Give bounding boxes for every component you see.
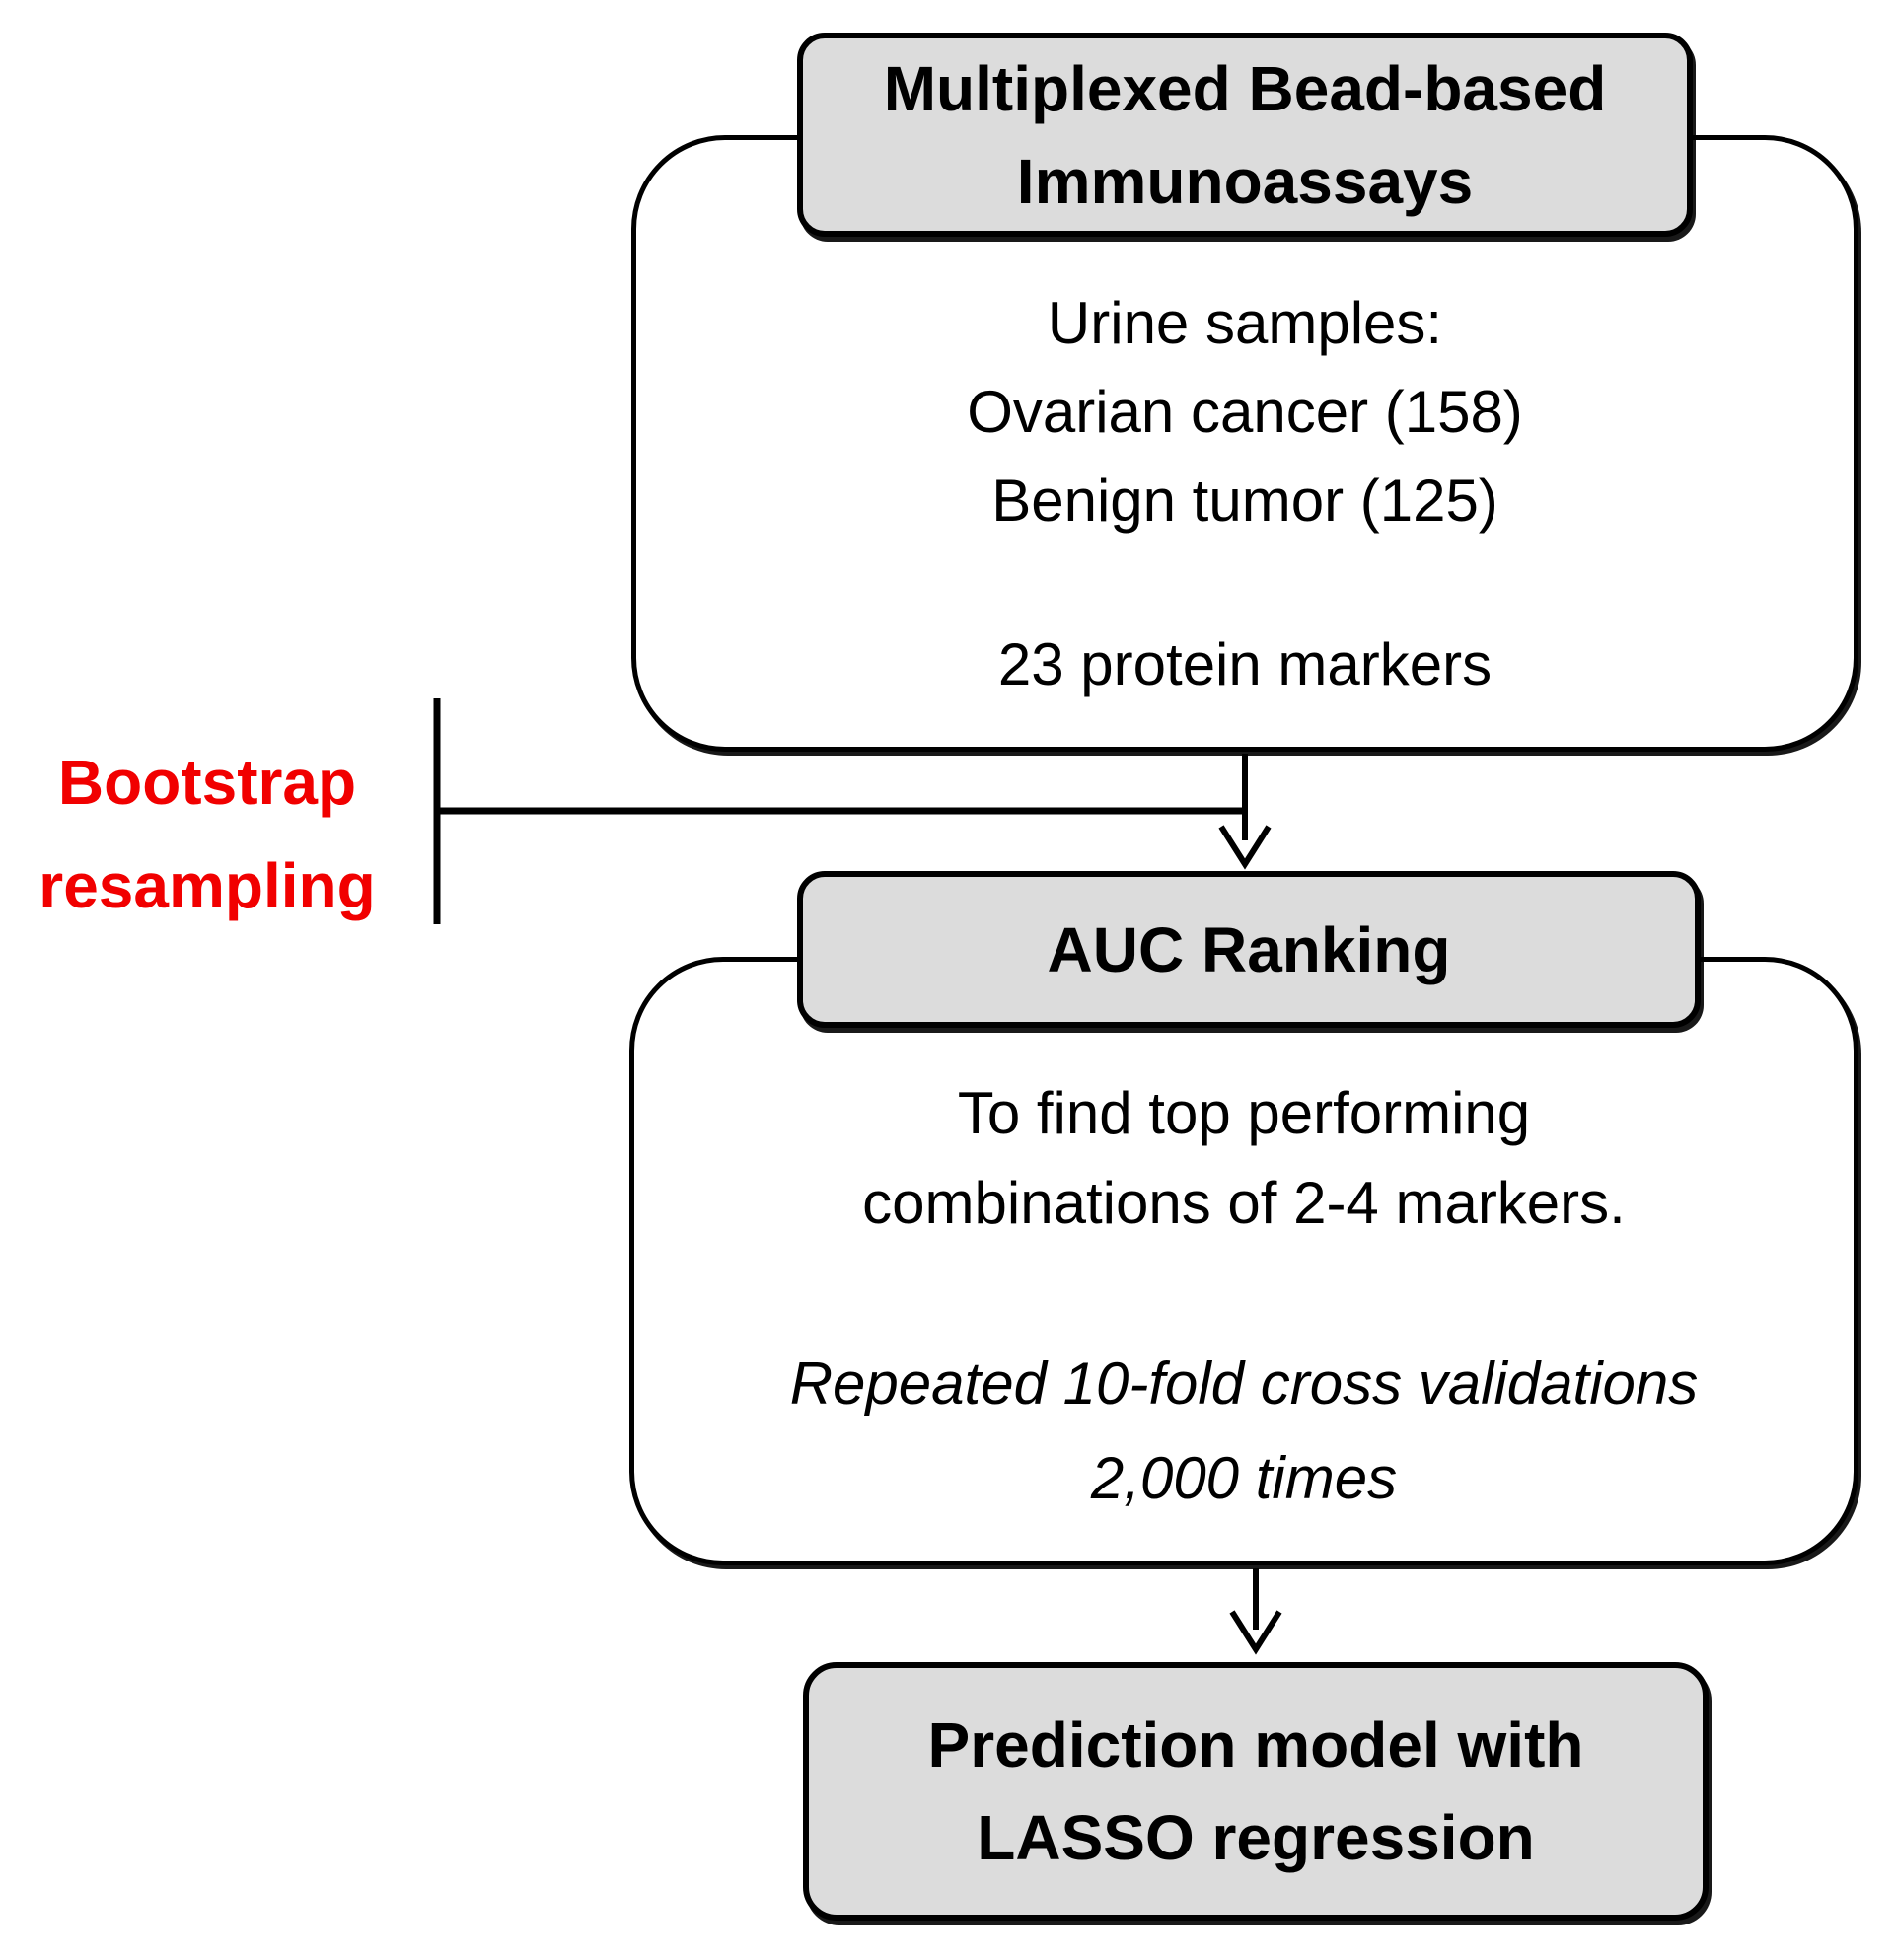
step1-header-line1: Multiplexed Bead-based bbox=[883, 52, 1607, 124]
step2-body-italic2: 2,000 times bbox=[1090, 1445, 1398, 1511]
step1-body-line4: 23 protein markers bbox=[997, 631, 1493, 697]
step1-header-box: Multiplexed Bead-based Immunoassays bbox=[797, 33, 1693, 237]
step3-box: Prediction model with LASSO regression bbox=[803, 1662, 1709, 1921]
bootstrap-label-line1: Bootstrap bbox=[57, 747, 357, 818]
step1-body-line2: Ovarian cancer (158) bbox=[967, 379, 1523, 445]
arrow-step1-step2-head bbox=[1218, 825, 1272, 870]
step1-container-box bbox=[631, 135, 1858, 752]
step1-body-line1: Urine samples: bbox=[1047, 290, 1443, 356]
step3-line2: LASSO regression bbox=[977, 1802, 1535, 1873]
step1-body-line3: Benign tumor (125) bbox=[991, 468, 1498, 534]
step2-header-box: AUC Ranking bbox=[797, 871, 1701, 1028]
bootstrap-label-line2: resampling bbox=[38, 850, 376, 921]
step2-body-line1: To find top performing bbox=[957, 1080, 1531, 1146]
step3-line1: Prediction model with bbox=[927, 1709, 1584, 1780]
step2-body-line2: combinations of 2-4 markers. bbox=[862, 1170, 1626, 1236]
step2-body-italic1: Repeated 10-fold cross validations bbox=[789, 1350, 1699, 1416]
step1-header-line2: Immunoassays bbox=[1016, 145, 1474, 217]
step2-header-label: AUC Ranking bbox=[1047, 913, 1451, 985]
arrow-step2-step3-head bbox=[1229, 1610, 1282, 1655]
